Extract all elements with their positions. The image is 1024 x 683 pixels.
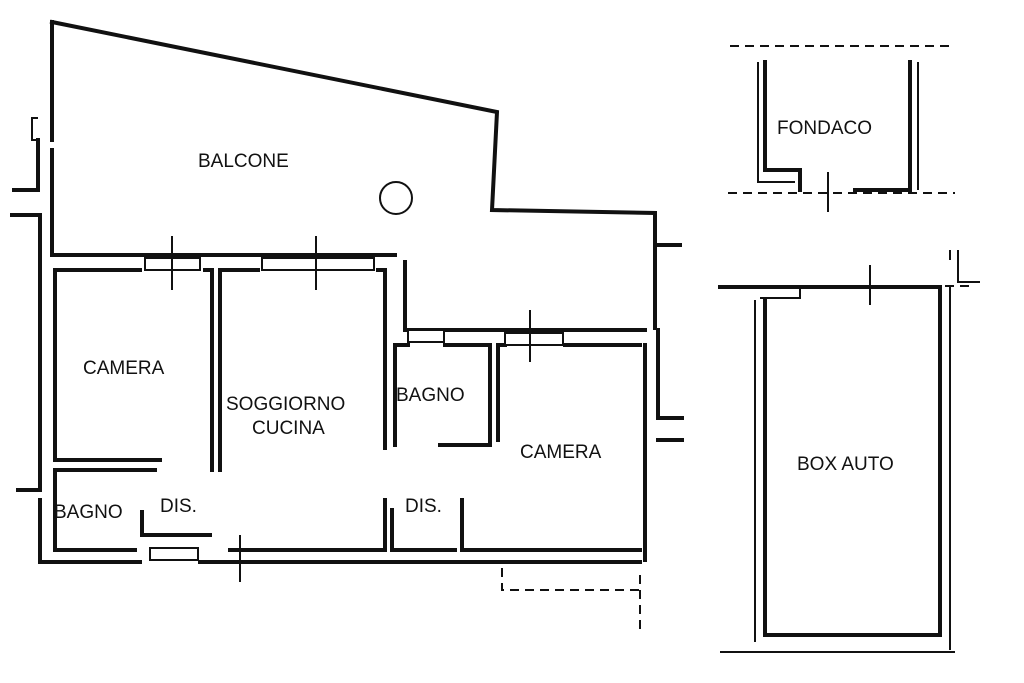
apartment-outer-walls <box>10 19 684 564</box>
window-bagno-left <box>149 547 199 561</box>
label-soggiorno: SOGGIORNO <box>226 394 345 415</box>
windows <box>18 236 564 582</box>
label-cucina: CUCINA <box>252 418 325 439</box>
column-circle <box>379 181 413 215</box>
box-auto-outline <box>718 250 980 653</box>
window-soggiorno <box>261 257 375 271</box>
label-camera-right: CAMERA <box>520 442 602 463</box>
dashed-outline-bottom <box>501 568 641 632</box>
label-box-auto: BOX AUTO <box>797 454 894 475</box>
label-dis-center: DIS. <box>405 496 442 517</box>
fondaco-outline <box>728 45 955 212</box>
label-fondaco: FONDACO <box>777 118 872 139</box>
room-labels: BALCONE CAMERA SOGGIORNO CUCINA BAGNO CA… <box>54 118 894 523</box>
window-bagno <box>407 329 445 343</box>
label-camera-left: CAMERA <box>83 358 165 379</box>
window-camera-right <box>504 332 564 346</box>
label-bagno-left: BAGNO <box>54 502 123 523</box>
interior-walls <box>53 260 647 552</box>
label-bagno-center: BAGNO <box>396 385 465 406</box>
label-balcone: BALCONE <box>198 151 289 172</box>
label-dis-left: DIS. <box>160 496 197 517</box>
